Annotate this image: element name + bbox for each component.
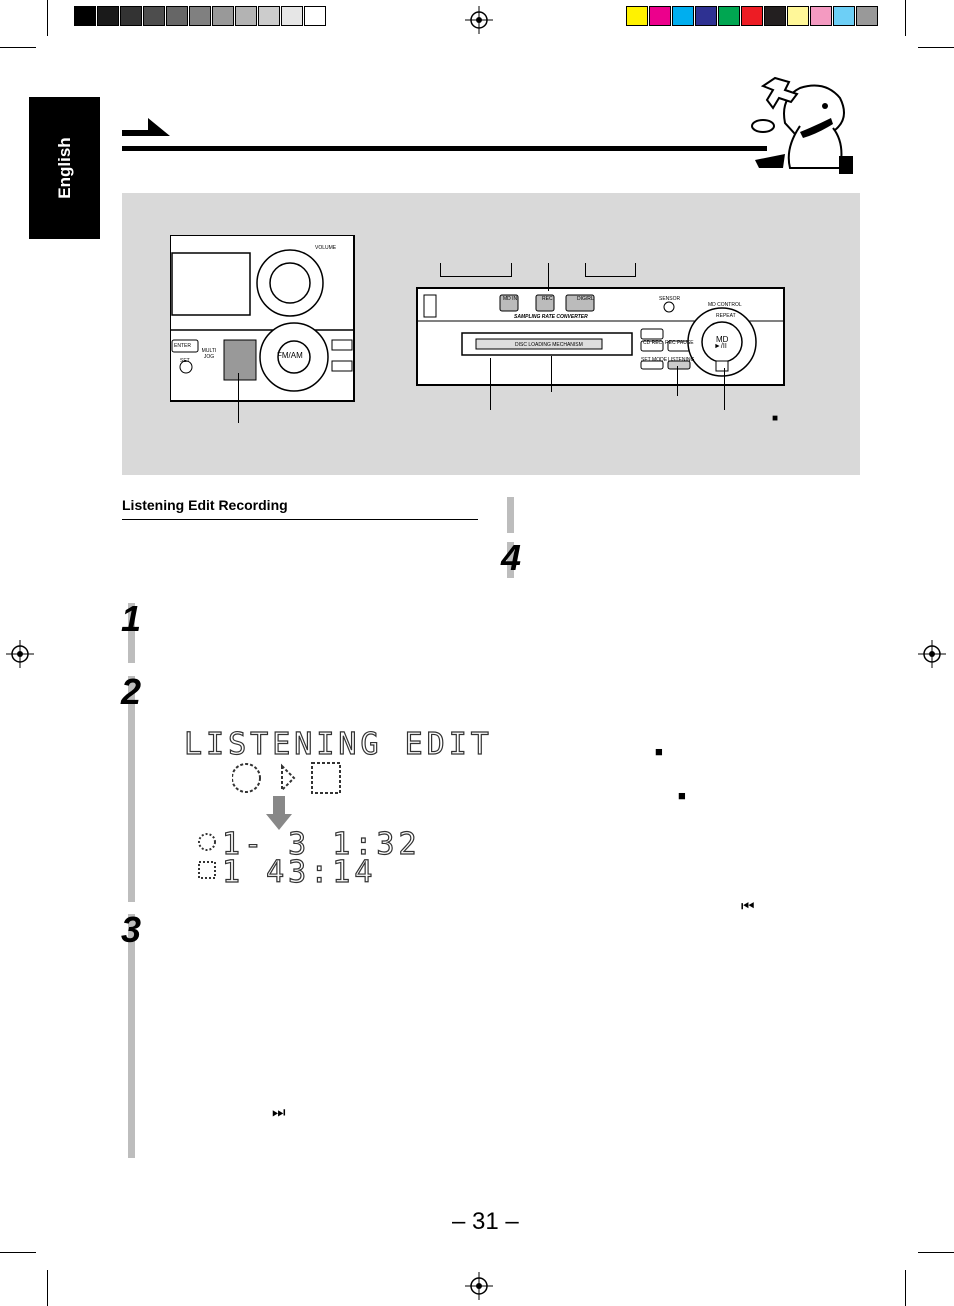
cd-rec-button[interactable]: CD REC [643, 340, 663, 346]
crop-mark [47, 1270, 48, 1306]
language-label: English [54, 137, 74, 199]
callout-line [724, 368, 725, 410]
callout-line [551, 356, 552, 392]
step-number-4: 4 [501, 537, 522, 578]
color-swatch [695, 6, 717, 26]
set-label: SET [180, 358, 190, 364]
color-swatch [787, 6, 809, 26]
volume-label: VOLUME [315, 245, 337, 251]
disc-icon [198, 833, 216, 851]
callout-line [548, 263, 549, 291]
step-bar [128, 676, 135, 902]
registration-mark-icon [465, 6, 493, 34]
step-number-3: 3 [121, 909, 142, 950]
md-control-label: MD CONTROL [708, 302, 742, 308]
crop-mark [918, 1252, 954, 1253]
language-tab: English [29, 97, 100, 239]
step-number-2: 2 [121, 671, 142, 712]
color-swatch [212, 6, 234, 26]
color-bar [626, 6, 879, 26]
multi-jog-label: MULTI JOG [201, 348, 217, 360]
display-row-track: 1- 3 1:32 [221, 827, 421, 862]
play-pause-label: ►/II [714, 343, 727, 350]
crop-mark [918, 47, 954, 48]
disc-loading-label: DISC LOADING MECHANISM [515, 342, 583, 348]
stop-symbol: ■ [678, 788, 686, 803]
rec-pause-button[interactable]: REC PAUSE [665, 340, 694, 346]
sampling-rate-converter-label: SAMPLING RATE CONVERTER [514, 314, 588, 320]
page-number: – 31 – [452, 1208, 519, 1235]
crop-mark [905, 0, 906, 36]
color-swatch [764, 6, 786, 26]
md-deck-illustration [416, 287, 785, 386]
main-unit-illustration [170, 235, 355, 402]
color-swatch [649, 6, 671, 26]
previous-symbol: ⏮ [741, 898, 755, 915]
crop-mark [47, 0, 48, 36]
color-swatch [143, 6, 165, 26]
color-swatch [672, 6, 694, 26]
callout-line [677, 366, 678, 396]
color-swatch [810, 6, 832, 26]
stop-symbol: ■ [655, 744, 663, 759]
section-rule [122, 519, 478, 520]
stop-symbol: ■ [772, 413, 779, 424]
down-arrow-icon [266, 796, 292, 830]
color-swatch [718, 6, 740, 26]
callout-line [238, 373, 239, 423]
step-number-1: 1 [121, 598, 142, 639]
color-swatch [97, 6, 119, 26]
md-button-label: MD [716, 335, 729, 344]
callout-bracket [440, 263, 512, 277]
callout-bracket [585, 263, 636, 277]
rec-label: REC [542, 296, 553, 302]
color-swatch [235, 6, 257, 26]
color-swatch [833, 6, 855, 26]
set-mode-button[interactable]: SET MODE [641, 357, 668, 363]
display-row-remaining: 1 43:14 [221, 855, 377, 890]
color-swatch [189, 6, 211, 26]
crop-mark [0, 47, 36, 48]
md-icon [198, 861, 216, 879]
color-swatch [258, 6, 280, 26]
color-swatch [856, 6, 878, 26]
grayscale-bar [74, 6, 327, 26]
crop-mark [905, 1270, 906, 1306]
display-line-listening-edit: LISTENING EDIT [183, 727, 493, 762]
fm-am-button[interactable]: FM/AM [277, 351, 303, 360]
crop-mark [0, 1252, 36, 1253]
md-in-label: MD IN [503, 296, 518, 302]
color-swatch [281, 6, 303, 26]
enter-label: ENTER [174, 343, 191, 349]
callout-line [490, 358, 491, 410]
color-swatch [74, 6, 96, 26]
color-swatch [120, 6, 142, 26]
registration-mark-icon [918, 640, 946, 668]
registration-mark-icon [465, 1272, 493, 1300]
step-bar [507, 497, 514, 533]
next-symbol: ⏭ [272, 1104, 286, 1121]
dig-rl-label: DIG/RL [577, 296, 594, 302]
section-title: Listening Edit Recording [122, 497, 288, 513]
sensor-label: SENSOR [659, 296, 681, 302]
mascot-illustration [751, 76, 853, 174]
header-rule [122, 146, 767, 151]
color-swatch [741, 6, 763, 26]
step-bar [507, 542, 514, 578]
step-bar [128, 914, 135, 1158]
listening-button[interactable]: LISTENING [668, 357, 695, 363]
registration-mark-icon [6, 640, 34, 668]
step-bar [128, 603, 135, 663]
color-swatch [626, 6, 648, 26]
cd-to-md-icon [232, 762, 341, 794]
header-arrow-icon [122, 118, 170, 136]
repeat-label: REPEAT [716, 313, 736, 319]
color-swatch [304, 6, 326, 26]
color-swatch [166, 6, 188, 26]
